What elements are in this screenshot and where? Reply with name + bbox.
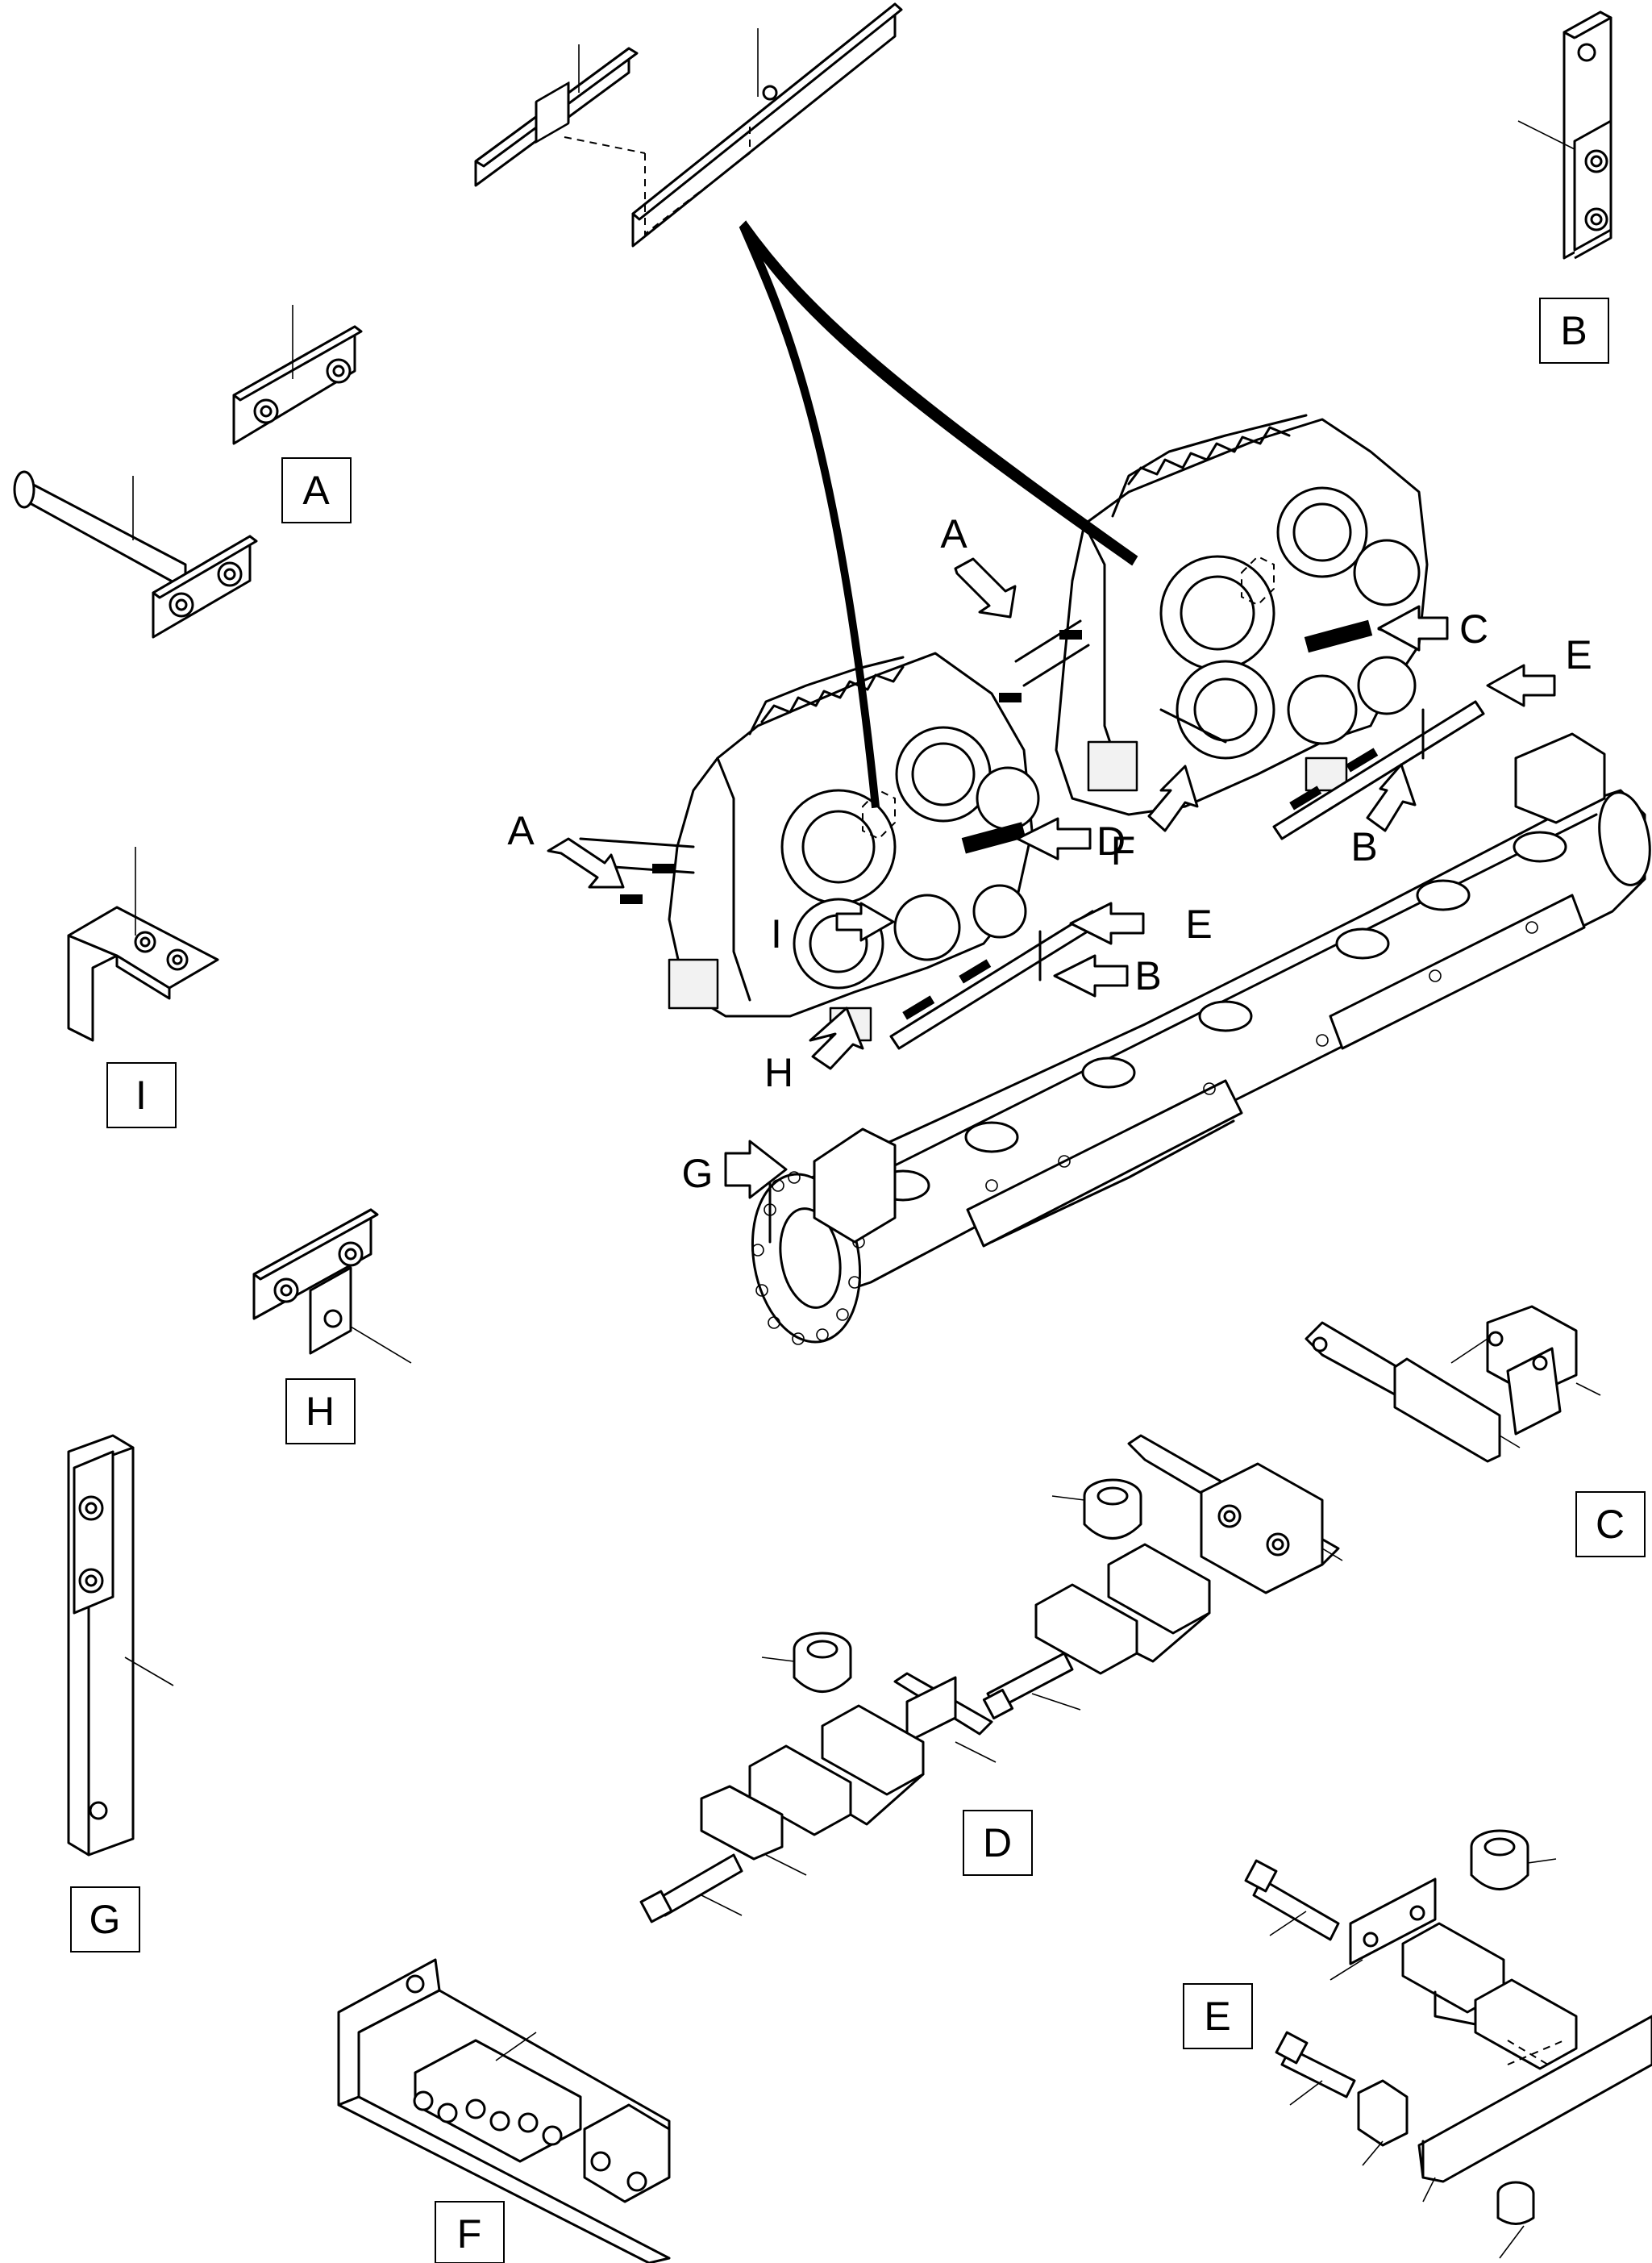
detail-I: I (67, 847, 219, 1128)
callout-A-lower: A (507, 808, 535, 853)
detail-F: F (337, 1958, 671, 2263)
detail-E: E (1183, 1829, 1652, 2259)
callout-A-upper: A (940, 511, 967, 556)
callout-B-lower: B (1134, 953, 1161, 998)
detail-A-box (281, 457, 352, 523)
detail-F-label: F (457, 2211, 482, 2257)
axle-housing (751, 732, 1651, 1345)
callout-arrows (547, 557, 1556, 1199)
callout-B-upper: B (1350, 824, 1377, 869)
detail-E-box (1183, 1983, 1253, 2049)
inset-panel (474, 2, 903, 248)
detail-I-box (106, 1062, 177, 1128)
arrow-E-upper (1486, 664, 1556, 707)
arrow-B-lower (1053, 954, 1129, 998)
detail-G-box (70, 1886, 140, 1953)
arrow-D (1016, 817, 1092, 861)
callout-F: F (1111, 828, 1136, 873)
gearbox-front (668, 652, 1040, 1042)
detail-I-label: I (135, 1073, 147, 1118)
arrow-G (724, 1140, 788, 1199)
detail-E-label: E (1204, 1994, 1230, 2039)
detail-G: G (67, 1434, 174, 1953)
detail-H: H (252, 1208, 412, 1444)
detail-A: A (13, 305, 363, 639)
detail-H-label: H (306, 1389, 335, 1434)
detail-A-label: A (302, 468, 330, 513)
detail-C: C (1305, 1305, 1646, 1557)
detail-C-box (1575, 1491, 1646, 1557)
detail-B: B (1517, 10, 1612, 364)
inset-leader-left (739, 220, 880, 809)
detail-B-box (1539, 298, 1609, 364)
detail-D-label: D (983, 1820, 1012, 1865)
callout-C: C (1459, 606, 1488, 652)
arrow-E-lower (1069, 902, 1145, 945)
inset-leader-right (739, 220, 1138, 566)
callout-E-upper: E (1565, 632, 1592, 677)
callout-G: G (682, 1151, 714, 1196)
detail-H-box (285, 1378, 356, 1444)
detail-D-box (963, 1810, 1033, 1876)
detail-B-label: B (1560, 308, 1587, 353)
arrow-A-lower (547, 837, 625, 889)
arrow-A-upper (954, 557, 1017, 619)
gearbox-rear (1055, 414, 1429, 816)
detail-G-label: G (89, 1897, 121, 1942)
detail-D: D (639, 1434, 1343, 1923)
callout-I: I (771, 911, 782, 956)
detail-F-box (435, 2201, 505, 2263)
callout-D: D (1096, 819, 1126, 864)
arrow-I (835, 902, 895, 942)
arrow-F (1147, 765, 1199, 832)
arrow-B-upper (1366, 763, 1417, 832)
detail-C-label: C (1596, 1502, 1625, 1547)
arrow-H (809, 1006, 864, 1070)
callout-H: H (764, 1050, 793, 1095)
arrow-C-body (1377, 605, 1449, 652)
callout-E-lower: E (1185, 902, 1212, 947)
main-assembly: A A C E F B D E B I H G (507, 220, 1651, 1345)
